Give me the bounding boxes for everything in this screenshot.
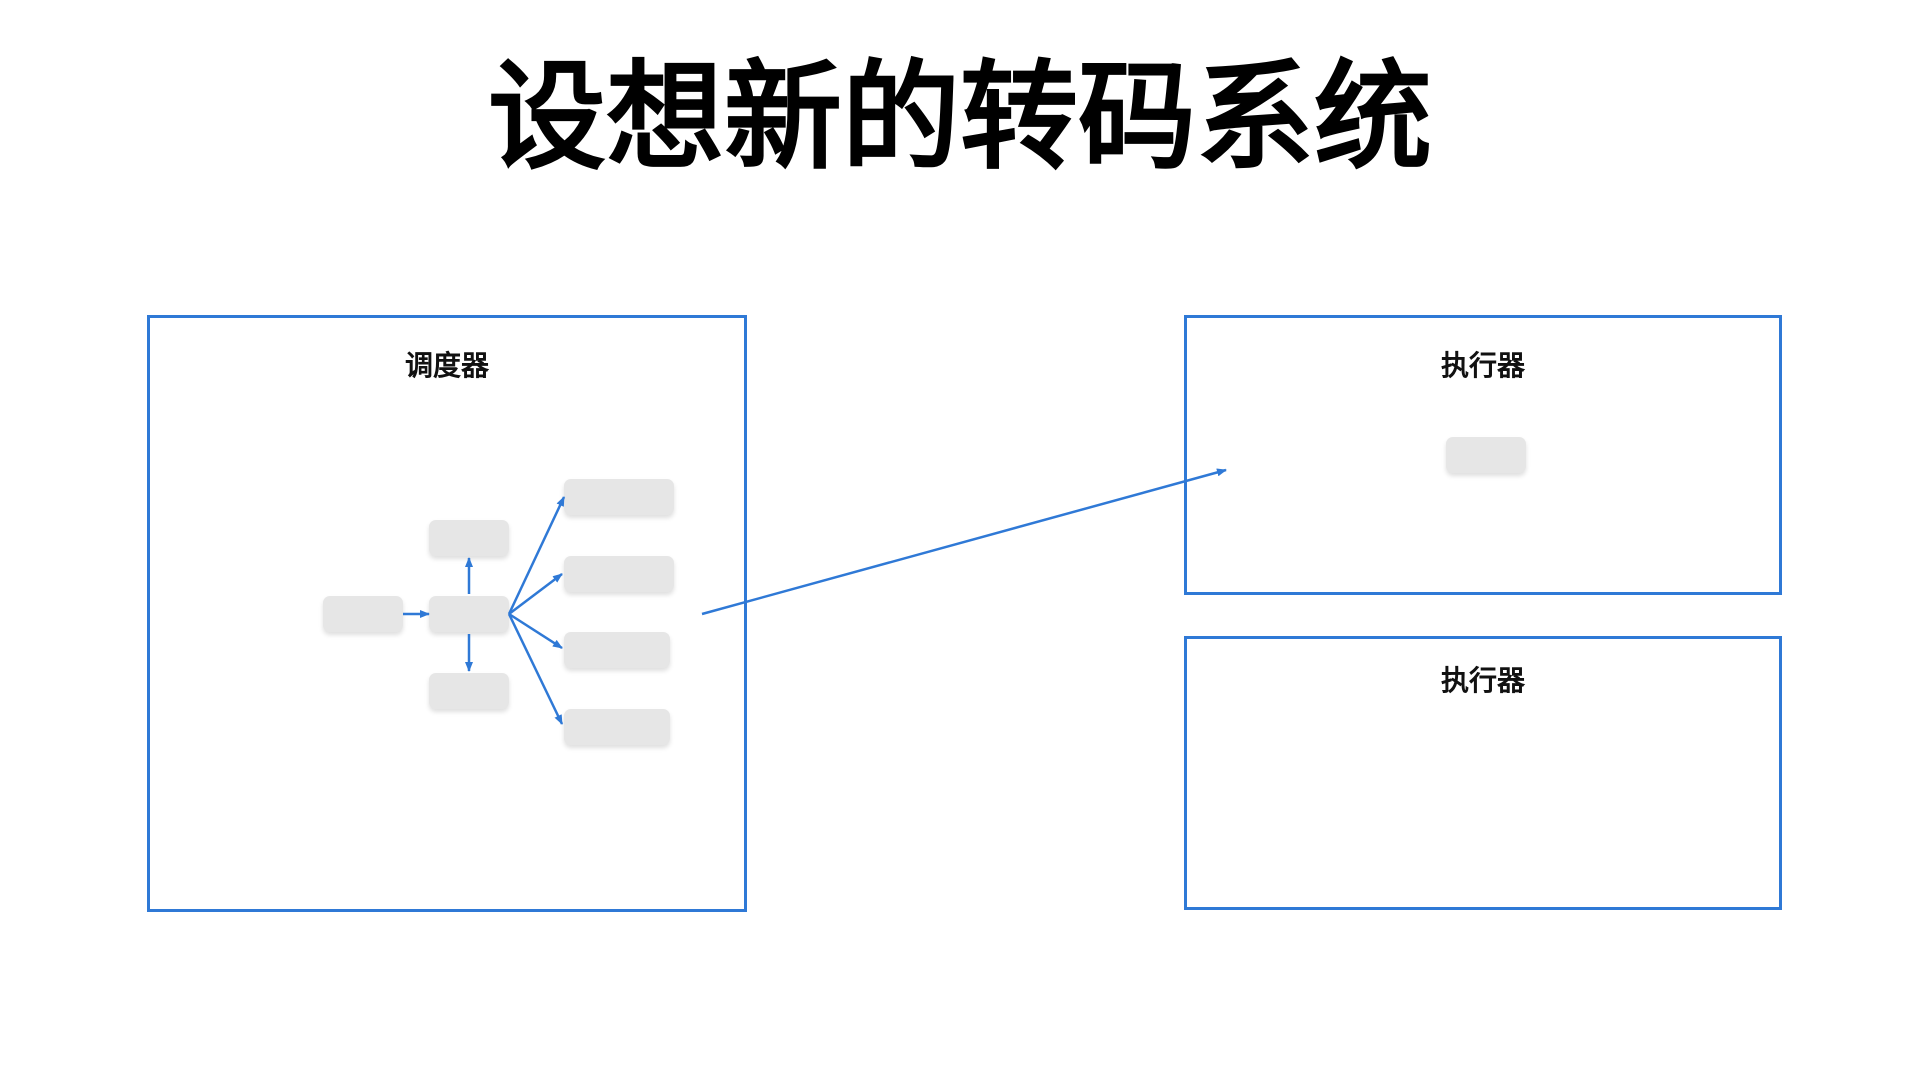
output-node-2 xyxy=(564,556,674,592)
arrow-hub-to-output-3 xyxy=(508,612,563,650)
scheduler-label: 调度器 xyxy=(404,349,489,382)
input-node xyxy=(323,596,403,632)
executor-label-1: 执行器 xyxy=(1440,349,1525,382)
output-node-1 xyxy=(564,479,674,515)
arrow-hub-to-output-1 xyxy=(507,496,566,615)
executor-panel-1: 执行器 xyxy=(1184,315,1782,595)
executor-label-2: 执行器 xyxy=(1440,664,1525,697)
executor-task-node xyxy=(1446,437,1526,473)
arrow-hub-to-output-4 xyxy=(507,613,564,725)
hub-node xyxy=(429,596,509,632)
scheduler-panel: 调度器 xyxy=(147,315,747,912)
arrow-scheduler-to-executor xyxy=(701,468,1227,616)
output-node-4 xyxy=(564,709,670,745)
upper-node xyxy=(429,520,509,556)
executor-panel-2: 执行器 xyxy=(1184,636,1782,910)
arrow-hub-to-output-2 xyxy=(508,573,563,615)
slide-title: 设想新的转码系统 xyxy=(487,48,1432,186)
output-node-3 xyxy=(564,632,670,668)
lower-node xyxy=(429,673,509,709)
